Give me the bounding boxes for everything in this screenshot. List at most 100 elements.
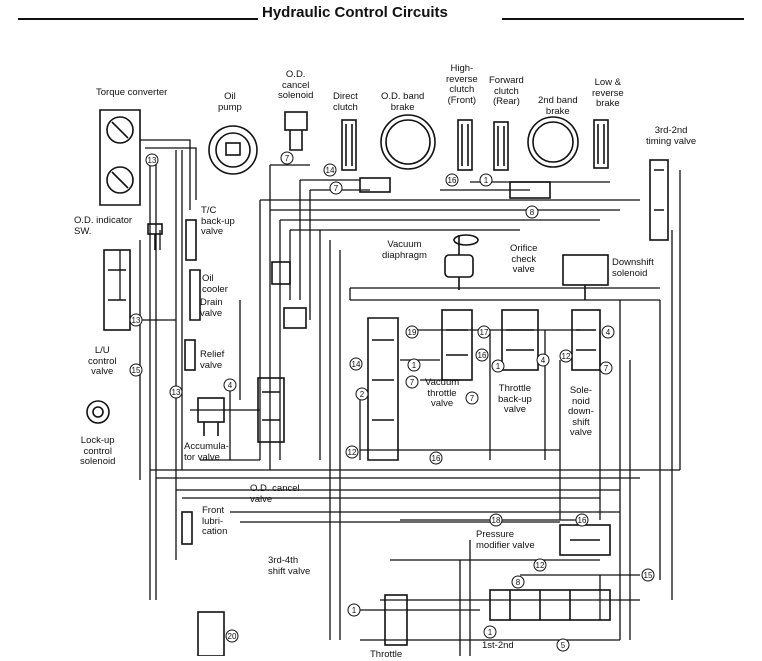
marker-13b: 13 xyxy=(129,313,143,327)
marker-14b: 14 xyxy=(349,357,363,371)
marker-1c: 1 xyxy=(483,625,497,639)
svg-text:15: 15 xyxy=(132,366,141,375)
svg-text:4: 4 xyxy=(228,381,233,390)
shuttle-valve-direct xyxy=(359,177,391,193)
marker-4a: 4 xyxy=(601,325,615,339)
marker-15b: 15 xyxy=(641,568,655,582)
shift-12-valve-icon xyxy=(489,589,611,621)
svg-text:14: 14 xyxy=(352,360,361,369)
tc-backup-valve-icon xyxy=(185,219,197,261)
svg-text:18: 18 xyxy=(492,516,501,525)
marker-1d: 1 xyxy=(407,358,421,372)
marker-7c: 7 xyxy=(405,375,419,389)
page-title: Hydraulic Control Circuits xyxy=(262,4,448,21)
svg-text:12: 12 xyxy=(562,352,571,361)
svg-text:4: 4 xyxy=(606,328,611,337)
marker-16c: 16 xyxy=(575,513,589,527)
lockup-solenoid-icon xyxy=(86,400,110,424)
svg-text:13: 13 xyxy=(132,316,141,325)
low-reverse-brake-icon xyxy=(593,119,609,169)
marker-4b: 4 xyxy=(223,378,237,392)
oil-cooler-icon xyxy=(189,269,201,321)
forward-clutch-icon xyxy=(493,121,509,171)
label-throttle-bottom: Throttle xyxy=(370,649,403,660)
svg-text:16: 16 xyxy=(578,516,587,525)
throttle-backup-valve-icon xyxy=(501,309,539,371)
marker-8b: 8 xyxy=(511,575,525,589)
od-cancel-solenoid-icon xyxy=(284,111,308,151)
label-torque-converter: Torque converter xyxy=(96,87,168,98)
pressure-modifier-valve-icon xyxy=(559,524,611,556)
svg-text:13: 13 xyxy=(172,388,181,397)
svg-text:2: 2 xyxy=(360,390,365,399)
svg-text:1: 1 xyxy=(496,362,501,371)
od-band-brake-icon xyxy=(380,114,436,170)
svg-text:15: 15 xyxy=(644,571,653,580)
marker-14a: 14 xyxy=(323,163,337,177)
accumulator-valve-icon xyxy=(197,397,225,436)
svg-text:1: 1 xyxy=(412,361,417,370)
marker-7b: 7 xyxy=(329,181,343,195)
relief-valve-icon xyxy=(184,339,196,371)
header-bar: Hydraulic Control Circuits xyxy=(0,0,762,28)
svg-text:5: 5 xyxy=(561,641,566,650)
svg-text:13: 13 xyxy=(148,156,157,165)
shift-34-valve-icon xyxy=(367,317,399,461)
lu-control-valve-icon xyxy=(103,249,131,331)
marker-4c: 4 xyxy=(536,353,550,367)
svg-text:16: 16 xyxy=(478,351,487,360)
marker-13a: 13 xyxy=(145,153,159,167)
marker-7a: 7 xyxy=(280,151,294,165)
marker-5a: 5 xyxy=(556,638,570,652)
vacuum-diaphragm-icon xyxy=(444,234,479,290)
solenoid-downshift-valve-icon xyxy=(571,309,601,371)
svg-text:14: 14 xyxy=(326,166,335,175)
components xyxy=(86,109,669,656)
marker-20a: 20 xyxy=(225,629,239,643)
marker-12b: 12 xyxy=(533,558,547,572)
marker-2a: 2 xyxy=(355,387,369,401)
bottom-left-valve-icon xyxy=(197,611,225,656)
title-rule-right xyxy=(502,18,744,20)
svg-text:12: 12 xyxy=(348,448,357,457)
label-accumulator-valve: Accumula-tor valve xyxy=(184,441,229,463)
svg-text:7: 7 xyxy=(410,378,415,387)
marker-7d: 7 xyxy=(599,361,613,375)
marker-16a: 16 xyxy=(445,173,459,187)
numbered-markers: 13 13 7 14 7 16 1 8 4 17 19 14 15 13 4 1… xyxy=(129,151,655,652)
svg-text:7: 7 xyxy=(470,394,475,403)
od-cancel-valve-icon xyxy=(257,377,285,443)
marker-15a: 15 xyxy=(129,363,143,377)
marker-7e: 7 xyxy=(465,391,479,405)
od-indicator-switch-icon xyxy=(147,223,163,250)
marker-1e: 1 xyxy=(491,359,505,373)
second-band-brake-icon xyxy=(527,116,579,168)
label-shift-12-valve: 1st-2nd xyxy=(482,640,514,651)
svg-text:8: 8 xyxy=(530,208,535,217)
svg-text:1: 1 xyxy=(488,628,493,637)
svg-text:17: 17 xyxy=(480,328,489,337)
marker-17a: 17 xyxy=(477,325,491,339)
torque-converter-icon xyxy=(99,109,141,206)
marker-16b: 16 xyxy=(429,451,443,465)
marker-13c: 13 xyxy=(169,385,183,399)
direct-clutch-icon xyxy=(341,119,357,171)
